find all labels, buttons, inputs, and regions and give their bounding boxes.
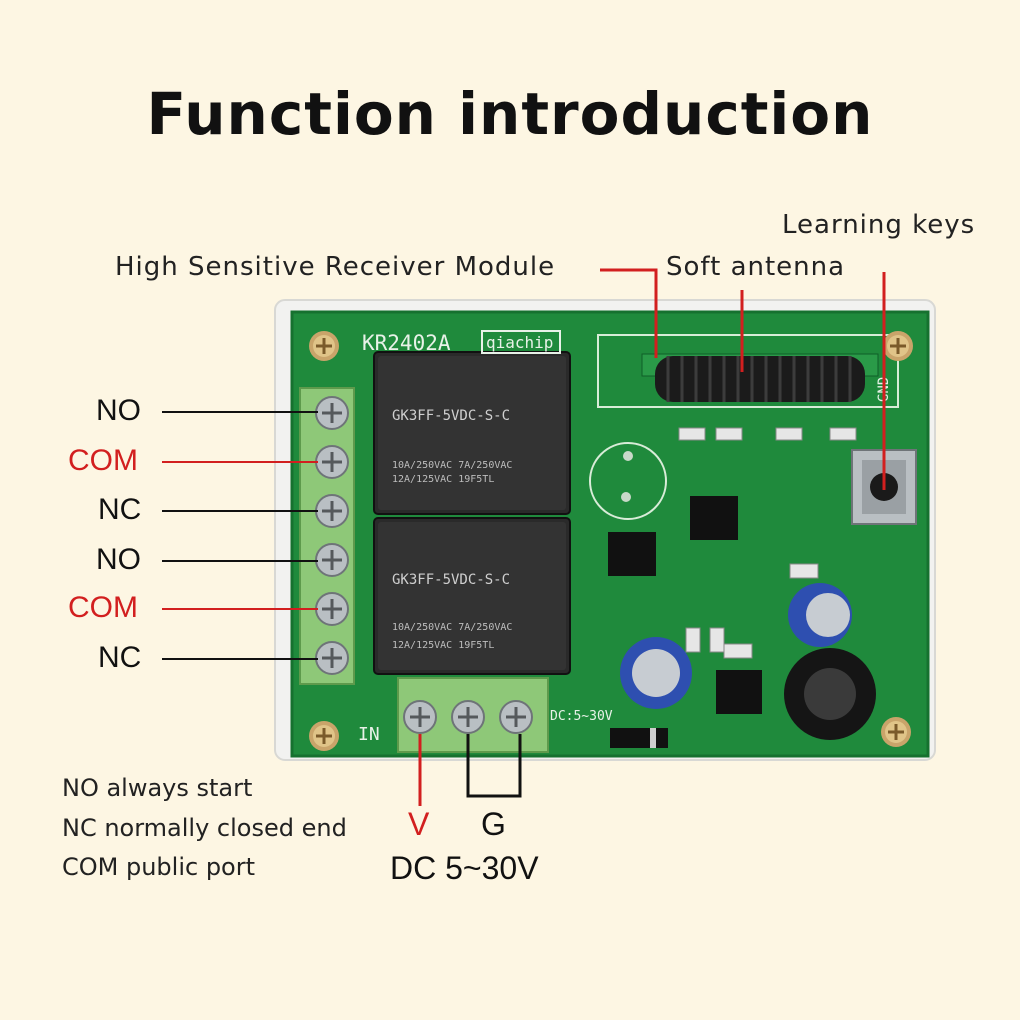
screw-bottom-right [881, 717, 911, 747]
terminal-label-com-1: COM [68, 444, 138, 477]
note-com: COM public port [62, 853, 256, 881]
receiver-module-outline [597, 334, 899, 408]
relay-1-rating-1: 10A/250VAC 7A/250VAC [392, 460, 512, 471]
soft-antenna-label: Soft antenna [666, 252, 846, 282]
screw-top-left [309, 331, 339, 361]
terminal-label-no-2: NO [96, 543, 141, 576]
antenna-coil [655, 356, 865, 402]
screw-bottom-left [309, 721, 339, 751]
g-leader-bracket [466, 734, 522, 798]
power-g-label: G [481, 806, 506, 842]
terminal-leader-lines [162, 411, 318, 660]
learning-keys-label: Learning keys [782, 210, 976, 240]
terminal-label-com-2: COM [68, 591, 138, 624]
board-model-text: KR2402A [362, 331, 451, 355]
receiver-module-label: High Sensitive Receiver Module [115, 252, 556, 282]
relay-1-rating-2: 12A/125VAC 19F5TL [392, 474, 494, 485]
receiver-module-callout [600, 268, 658, 358]
relay-2 [373, 517, 571, 675]
relay-1 [373, 351, 571, 515]
buzzer-outline [589, 442, 667, 520]
power-dc-range: DC 5~30V [390, 850, 539, 886]
dc-silk-label: DC:5~30V [550, 709, 613, 724]
terminal-label-nc-1: NC [98, 493, 142, 526]
diode [610, 728, 668, 748]
ic-chip [608, 532, 656, 576]
callout-lines [600, 268, 886, 490]
output-terminal-block [299, 387, 355, 685]
relay-2-rating-1: 10A/250VAC 7A/250VAC [392, 622, 512, 633]
relay-2-model: GK3FF-5VDC-S-C [392, 572, 510, 588]
page-title: Function introduction [146, 80, 874, 148]
note-no: NO always start [62, 774, 253, 802]
input-terminal-screws [403, 700, 533, 734]
note-nc: NC normally closed end [62, 814, 347, 842]
terminal-label-nc-2: NC [98, 641, 142, 674]
input-silk-label: IN [358, 724, 380, 745]
screw-top-right [883, 331, 913, 361]
board-brand-text: qiachip [486, 333, 553, 352]
power-v-label: V [408, 806, 430, 842]
capacitor [788, 583, 852, 647]
capacitor [620, 637, 692, 709]
ic-chip [716, 670, 762, 714]
relay-1-model: GK3FF-5VDC-S-C [392, 408, 510, 424]
ic-chip [690, 496, 738, 540]
terminal-label-no-1: NO [96, 394, 141, 427]
inductor [784, 648, 876, 740]
relay-2-rating-2: 12A/125VAC 19F5TL [392, 640, 494, 651]
